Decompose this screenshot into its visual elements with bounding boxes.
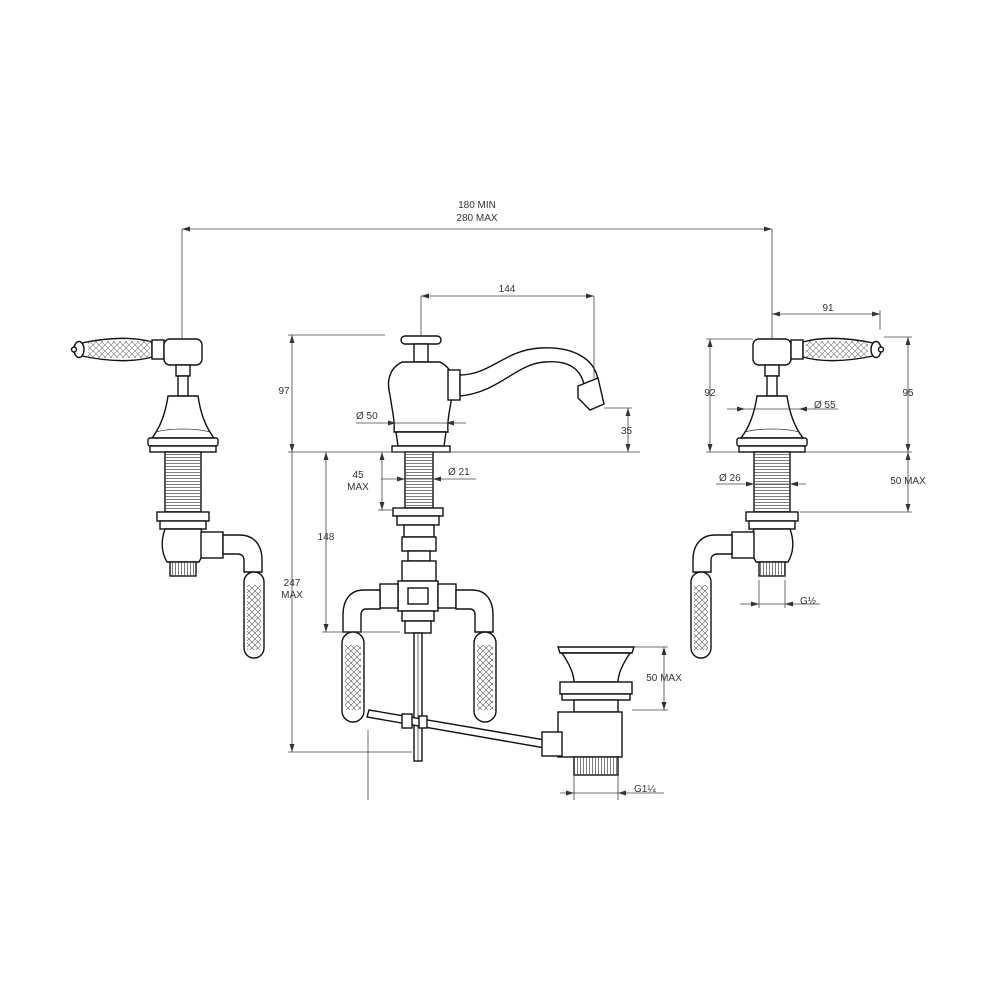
overall-max-label: 280 MAX: [456, 213, 497, 224]
deck-thickness-dimension: 45 MAX: [347, 452, 393, 511]
handle-reach-dimension: 91: [772, 303, 881, 330]
valve-height-dimension: 92: [704, 338, 753, 453]
spout-base-diameter-label: Ø 50: [356, 411, 378, 422]
spout-reach-dimension: 144: [420, 284, 595, 378]
spout-height-label: 97: [278, 386, 290, 397]
valve-total-label: 95: [902, 388, 914, 399]
left-valve: [70, 337, 265, 659]
valve-height-label: 92: [704, 388, 716, 399]
pop-up-waste: [541, 646, 635, 776]
shank-diameter-label: Ø 21: [448, 467, 470, 478]
valve-base-diameter-label: Ø 55: [814, 400, 836, 411]
waste-deck-label: 50 MAX: [646, 673, 682, 684]
waste-deck-dimension: 50 MAX: [632, 646, 682, 711]
total-depth-max: MAX: [281, 590, 303, 601]
shank-diameter-dimension: Ø 21: [381, 467, 476, 482]
body-depth-dimension: 148: [318, 452, 400, 633]
spout-outlet-dimension: 35: [604, 407, 633, 452]
overall-width-dimension: 180 MIN 280 MAX: [181, 200, 773, 345]
total-depth-dimension: 247 MAX: [281, 452, 412, 800]
spout-outlet-label: 35: [621, 426, 633, 437]
valve-shank-diameter-dimension: Ø 26: [716, 473, 806, 487]
spout-reach-label: 144: [499, 284, 516, 295]
valve-shank-diameter-label: Ø 26: [719, 473, 741, 484]
valve-total-dimension: 95: [806, 336, 914, 453]
body-depth-label: 148: [318, 532, 335, 543]
spout-base-diameter-dimension: Ø 50: [356, 411, 466, 426]
right-valve: [690, 337, 885, 659]
valve-base-diameter-dimension: Ø 55: [727, 400, 838, 412]
deck-thickness-value: 45: [352, 470, 364, 481]
inlet-thread-label: G½: [800, 596, 817, 607]
valve-deck-dimension: 50 MAX: [800, 452, 926, 513]
total-depth-value: 247: [284, 578, 301, 589]
centre-spout: [341, 335, 605, 762]
inlet-thread-dimension: G½: [740, 580, 820, 608]
handle-reach-label: 91: [822, 303, 834, 314]
waste-thread-label: G1¼: [634, 783, 656, 795]
deck-thickness-max: MAX: [347, 482, 369, 493]
valve-deck-label: 50 MAX: [890, 476, 926, 487]
overall-min-label: 180 MIN: [458, 200, 496, 211]
waste-thread-dimension: G1¼: [560, 775, 664, 800]
spout-height-dimension: 97: [278, 334, 640, 453]
